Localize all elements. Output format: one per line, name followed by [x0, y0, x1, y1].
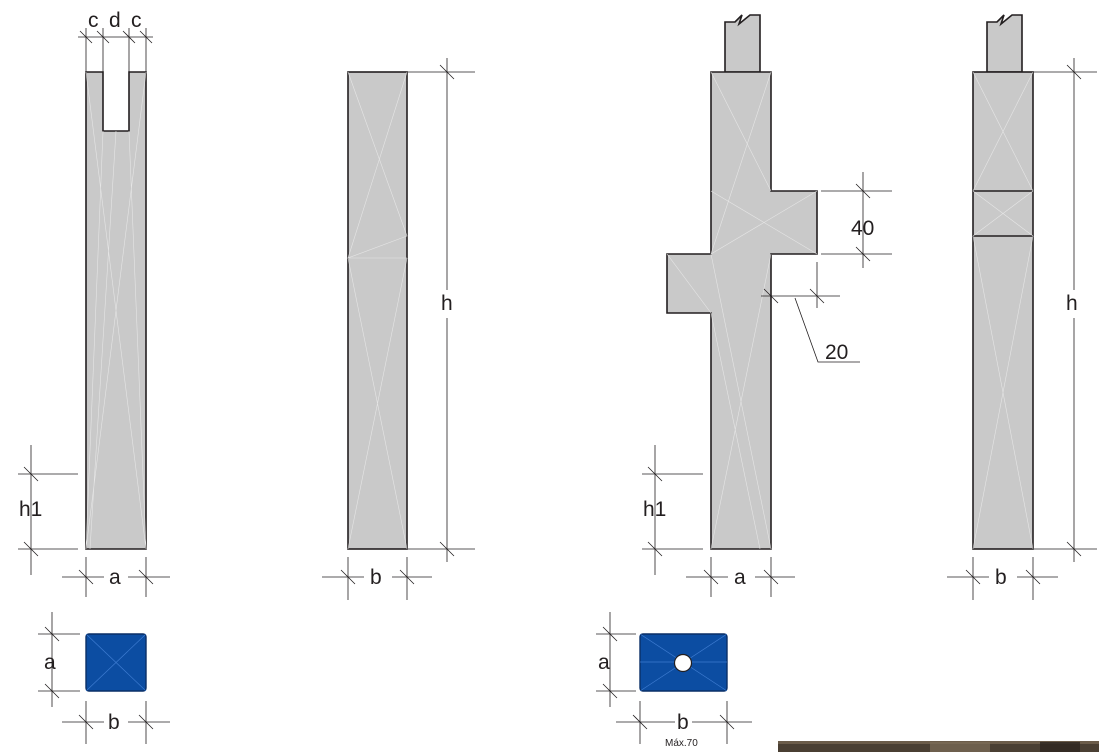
slotted-column — [85, 71, 147, 550]
a-label-section1: a — [44, 651, 56, 674]
rect-section-with-hole — [639, 633, 728, 692]
a-label-col3: a — [734, 566, 746, 589]
h1-dimension-left — [18, 445, 78, 575]
upper-column-stub-col4 — [986, 14, 1023, 73]
photo-fragment — [778, 741, 1099, 752]
forty-label: 40 — [851, 217, 874, 240]
plain-column — [347, 71, 408, 550]
h-label-col2: h — [441, 292, 453, 315]
a-label-col1: a — [109, 566, 121, 589]
b-dimension-col4 — [947, 557, 1058, 600]
a-label-section2: a — [598, 651, 610, 674]
h-dimension-col2 — [407, 58, 475, 562]
b-label-col2: b — [370, 566, 382, 589]
a-dimension-section2 — [596, 612, 636, 707]
b-label-col4: b — [995, 566, 1007, 589]
corbel-column — [666, 71, 818, 550]
max-label: Máx.70 — [665, 738, 698, 749]
a-dimension-col3 — [686, 557, 795, 597]
twenty-dimension — [761, 262, 860, 363]
h-dimension-col4 — [1033, 58, 1097, 562]
h-label-col4: h — [1066, 292, 1078, 315]
upper-column-stub-col3 — [724, 14, 761, 73]
h1-label-left: h1 — [19, 498, 42, 521]
b-dimension-section2 — [616, 701, 752, 744]
b-dimension-section1 — [62, 701, 170, 744]
band-column — [972, 71, 1034, 550]
b-label-section1: b — [108, 711, 120, 734]
twenty-label: 20 — [825, 341, 848, 364]
a-dimension-section1 — [38, 612, 80, 707]
b-label-section2: b — [677, 711, 689, 734]
c-label-left: c — [88, 9, 99, 32]
b-dimension-col2 — [322, 557, 432, 600]
a-dimension-col1 — [62, 557, 170, 597]
c-d-c-dimension — [78, 28, 153, 72]
c-label-right: c — [131, 9, 142, 32]
h1-label-col3: h1 — [643, 498, 666, 521]
forty-dimension — [821, 172, 892, 268]
d-label: d — [109, 9, 121, 32]
h1-dimension-col3 — [642, 445, 703, 575]
square-section — [85, 633, 147, 692]
